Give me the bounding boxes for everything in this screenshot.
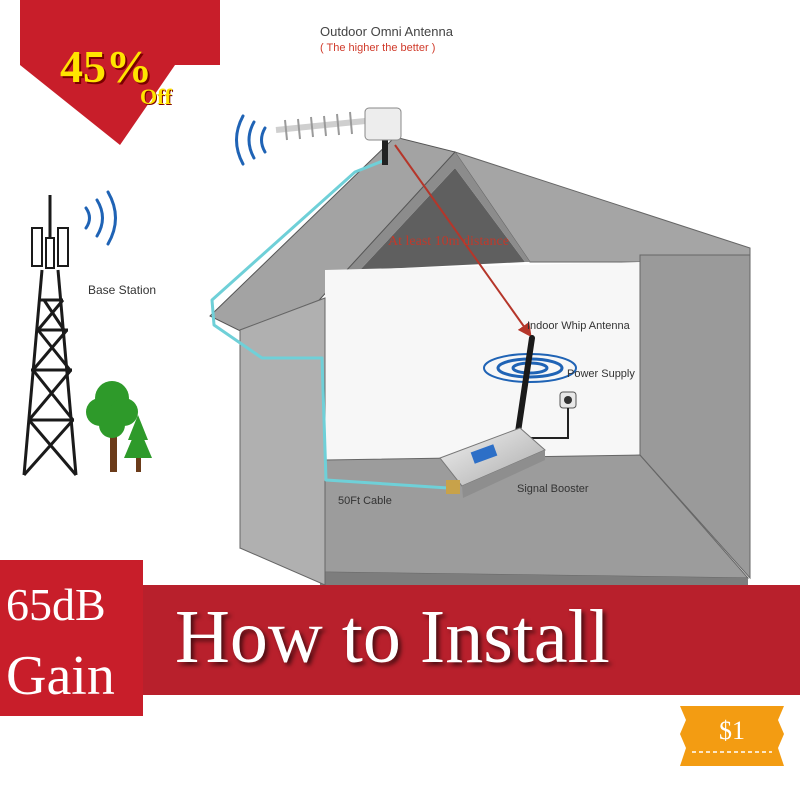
install-banner: How to Install <box>143 585 800 695</box>
discount-arrow-shape <box>20 0 220 145</box>
pine-tree-icon <box>124 415 152 472</box>
power-supply-icon <box>528 391 577 439</box>
outdoor-signal-waves-icon <box>235 114 267 166</box>
outdoor-antenna-note: ( The higher the better ) <box>320 42 436 54</box>
discount-badge: 45% Off <box>20 0 220 150</box>
price-tag-shape <box>680 706 784 766</box>
signal-booster-icon <box>439 427 546 498</box>
gain-box: 65dB Gain <box>0 560 143 716</box>
coax-cable <box>210 158 449 490</box>
install-banner-text: How to Install <box>175 595 610 679</box>
discount-suffix: Off <box>140 84 172 109</box>
tower-signal-waves-icon <box>84 190 117 246</box>
indoor-antenna-label: Indoor Whip Antenna <box>527 320 630 332</box>
outdoor-antenna-icon <box>275 107 402 165</box>
base-station-tower-icon <box>22 195 78 476</box>
discount-value: 45% <box>60 41 152 92</box>
house <box>209 136 751 590</box>
tree-icon <box>86 381 138 472</box>
price-tag: $1 <box>680 706 784 766</box>
power-supply-label: Power Supply <box>567 368 635 380</box>
price-value: $1 <box>719 716 745 745</box>
gain-value: 65dB <box>6 579 106 630</box>
base-station-label: Base Station <box>88 283 157 297</box>
cable-label: 50Ft Cable <box>338 495 392 507</box>
signal-booster-label: Signal Booster <box>517 483 589 495</box>
distance-arrow <box>394 144 532 338</box>
distance-label: At least 10m distance <box>388 234 509 249</box>
indoor-whip-antenna-icon <box>483 335 577 435</box>
outdoor-antenna-label: Outdoor Omni Antenna <box>320 24 453 39</box>
gain-text: Gain <box>6 645 115 707</box>
